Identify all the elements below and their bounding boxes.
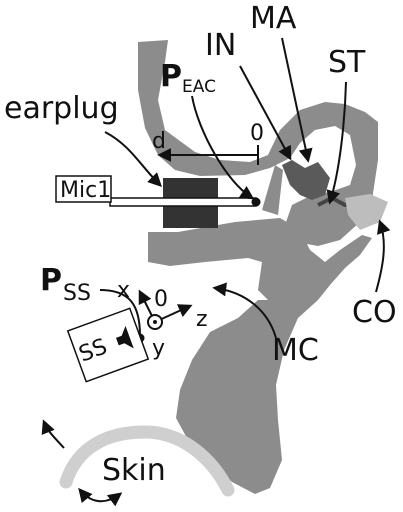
p-eac-label: P [160,59,182,94]
ossicles [282,160,330,200]
ma-label: MA [250,1,297,36]
z-axis-label: z [196,307,208,332]
skin-label: Skin [102,453,166,488]
skin-arrow-up [41,419,65,449]
p-eac-arrow [191,95,255,200]
st-arrow [326,81,347,205]
earplug-arrow [104,131,162,187]
p-ss-leader [99,289,141,337]
origin-zero-label: 0 [154,287,168,312]
eardrum-tissue [262,165,283,215]
distance-zero-label: 0 [250,121,264,146]
in-arrow [239,65,292,161]
p-ss-label: P [40,263,62,298]
mic1-box [55,175,112,203]
co-label: CO [352,295,397,330]
in-label: IN [205,28,236,63]
skin-strip [59,425,235,497]
p-eac-point [251,197,261,207]
y-axis-label: y [152,336,165,361]
ear-canal-lower-tissue [148,218,372,300]
distance-d-label: d [152,129,166,154]
speaker-icon [116,325,134,349]
skin-arrow-double [78,487,123,507]
co-arrow [375,219,391,293]
mc-arrow [212,282,277,339]
st-label: ST [328,45,366,80]
earplug-label: earplug [4,91,119,126]
mastoid-tissue [176,300,318,494]
origin-dot [153,320,157,324]
earplug-probe [109,197,257,207]
mc-label: MC [272,333,319,368]
ss-box [66,307,150,383]
p-ss-subscript: SS [63,281,91,306]
p-eac-subscript: EAC [182,77,216,97]
ma-arrow [281,37,313,163]
mic1-label: Mic1 [60,178,111,203]
